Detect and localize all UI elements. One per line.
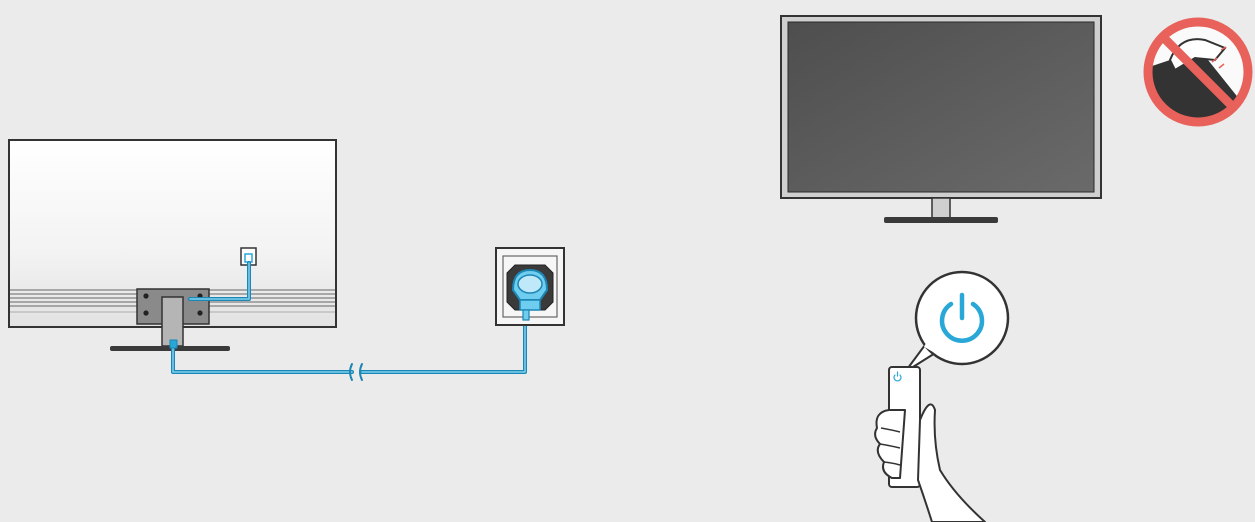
hand bbox=[874, 403, 986, 522]
power-symbol-icon bbox=[939, 292, 985, 343]
tv-front bbox=[780, 15, 1102, 223]
cable-break-icon bbox=[349, 363, 363, 381]
power-plug bbox=[511, 268, 549, 321]
do-not-touch-screen-warning bbox=[1143, 17, 1253, 127]
remote-power-button bbox=[893, 371, 902, 382]
power-button-callout bbox=[904, 270, 1010, 373]
tv-front-power-on bbox=[780, 15, 1253, 522]
prohibited-icon bbox=[1159, 33, 1237, 111]
power-cable bbox=[169, 261, 527, 374]
tv-rear-power-connection bbox=[8, 139, 565, 381]
